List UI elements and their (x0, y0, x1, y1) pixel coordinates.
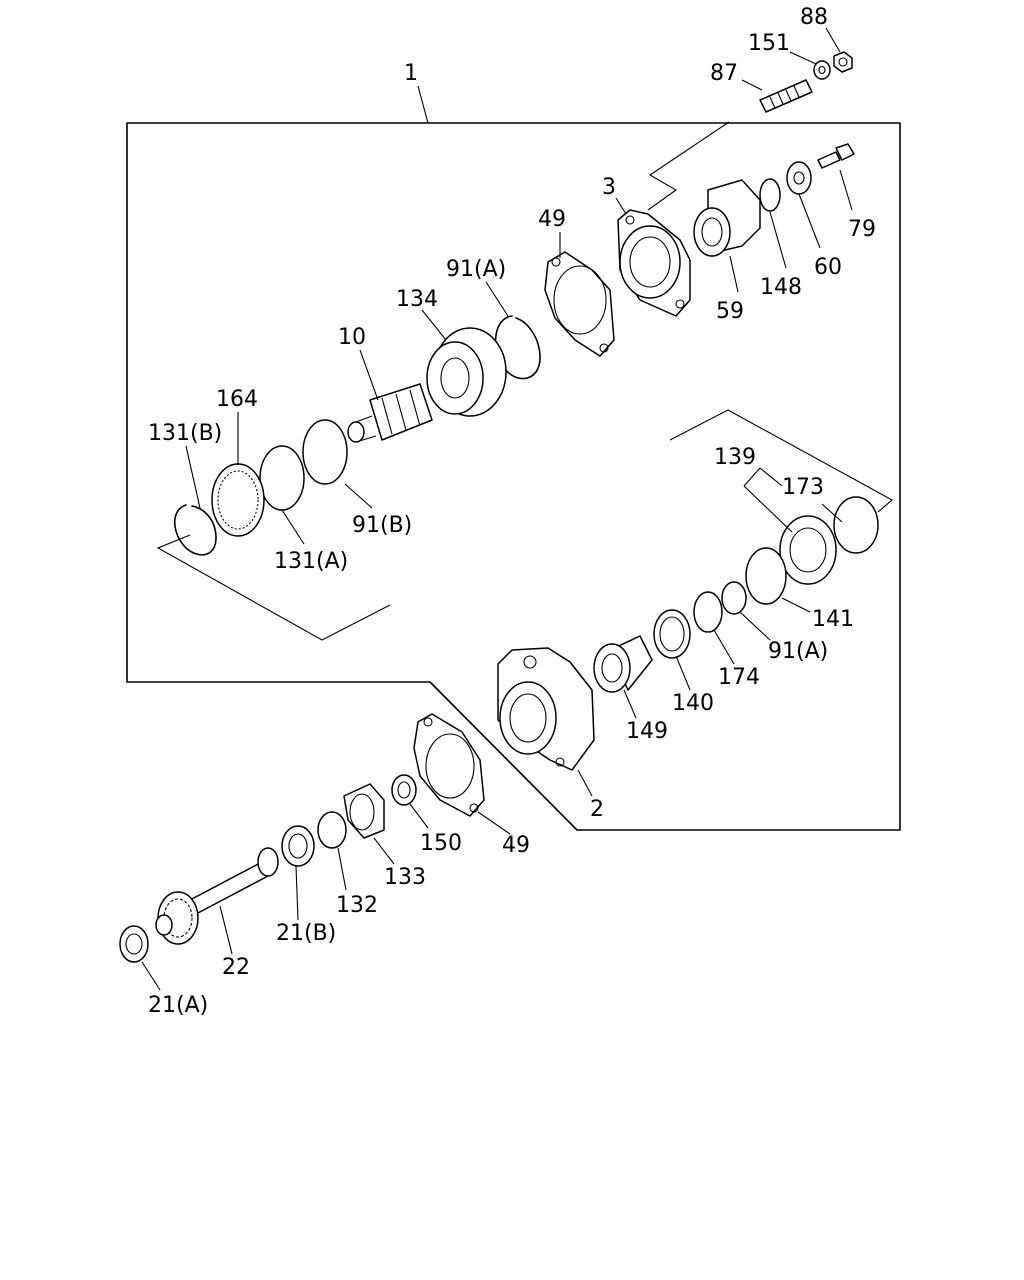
o-ring-148 (759, 178, 781, 212)
label-88: 88 (800, 5, 828, 30)
label-60: 60 (814, 255, 842, 280)
bearing-21a (119, 925, 149, 963)
needle-bearing-150 (391, 774, 417, 806)
roller-bearing-149 (593, 635, 653, 693)
label-21a: 21(A) (148, 993, 208, 1018)
label-174: 174 (718, 665, 760, 690)
label-2: 2 (590, 797, 604, 822)
ring-173 (833, 496, 879, 554)
washer-151 (813, 60, 831, 80)
label-140: 140 (672, 691, 714, 716)
splined-shaft-10 (347, 383, 433, 443)
gasket-49-bottom (413, 713, 485, 817)
bearing-134 (426, 327, 507, 417)
bearing-race-140 (653, 609, 691, 659)
housing-2 (497, 647, 595, 771)
leader-lines (141, 27, 853, 991)
label-3: 3 (602, 175, 616, 200)
label-91a-top: 91(A) (446, 257, 506, 282)
ring-131a (259, 445, 305, 511)
gasket-49-top (544, 251, 615, 357)
label-139: 139 (714, 445, 756, 470)
label-149: 149 (626, 719, 668, 744)
label-141: 141 (812, 607, 854, 632)
assembly-boundary (126, 122, 901, 831)
label-91b: 91(B) (352, 513, 412, 538)
label-10: 10 (338, 325, 366, 350)
o-ring-141 (745, 547, 787, 605)
stud-87 (759, 79, 813, 113)
needle-bearing-164 (211, 463, 265, 537)
label-173: 173 (782, 475, 824, 500)
bolt-79 (817, 143, 855, 169)
label-133: 133 (384, 865, 426, 890)
clutch-sleeve-133 (343, 783, 385, 839)
label-91a-low: 91(A) (768, 639, 828, 664)
snap-ring-91a-top (494, 315, 541, 380)
label-132: 132 (336, 893, 378, 918)
gear-shaft-22 (155, 847, 279, 945)
snap-ring-131b (173, 504, 217, 556)
label-79: 79 (848, 217, 876, 242)
label-1: 1 (404, 61, 418, 86)
bearing-21b (281, 825, 315, 867)
seal-assembly-139 (779, 515, 837, 585)
label-131a: 131(A) (274, 549, 348, 574)
housing-cover-3 (617, 209, 691, 317)
snap-ring-91a-low (721, 581, 747, 615)
label-87: 87 (710, 61, 738, 86)
label-131b: 131(B) (148, 421, 222, 446)
ring-132 (317, 811, 347, 849)
label-49-bottom: 49 (502, 833, 530, 858)
nut-88 (833, 51, 853, 73)
label-22: 22 (222, 955, 250, 980)
ring-91b (302, 419, 348, 485)
label-164: 164 (216, 387, 258, 412)
flange-59 (693, 179, 761, 257)
label-49-top: 49 (538, 207, 566, 232)
guide-line-left-group (156, 534, 391, 641)
guide-line-stud (647, 121, 730, 211)
label-21b: 21(B) (276, 921, 336, 946)
ring-174 (693, 591, 723, 633)
label-151: 151 (748, 31, 790, 56)
guide-line-right-group (669, 409, 893, 513)
label-150: 150 (420, 831, 462, 856)
washer-60 (786, 161, 812, 195)
label-59: 59 (716, 299, 744, 324)
label-148: 148 (760, 275, 802, 300)
label-134: 134 (396, 287, 438, 312)
